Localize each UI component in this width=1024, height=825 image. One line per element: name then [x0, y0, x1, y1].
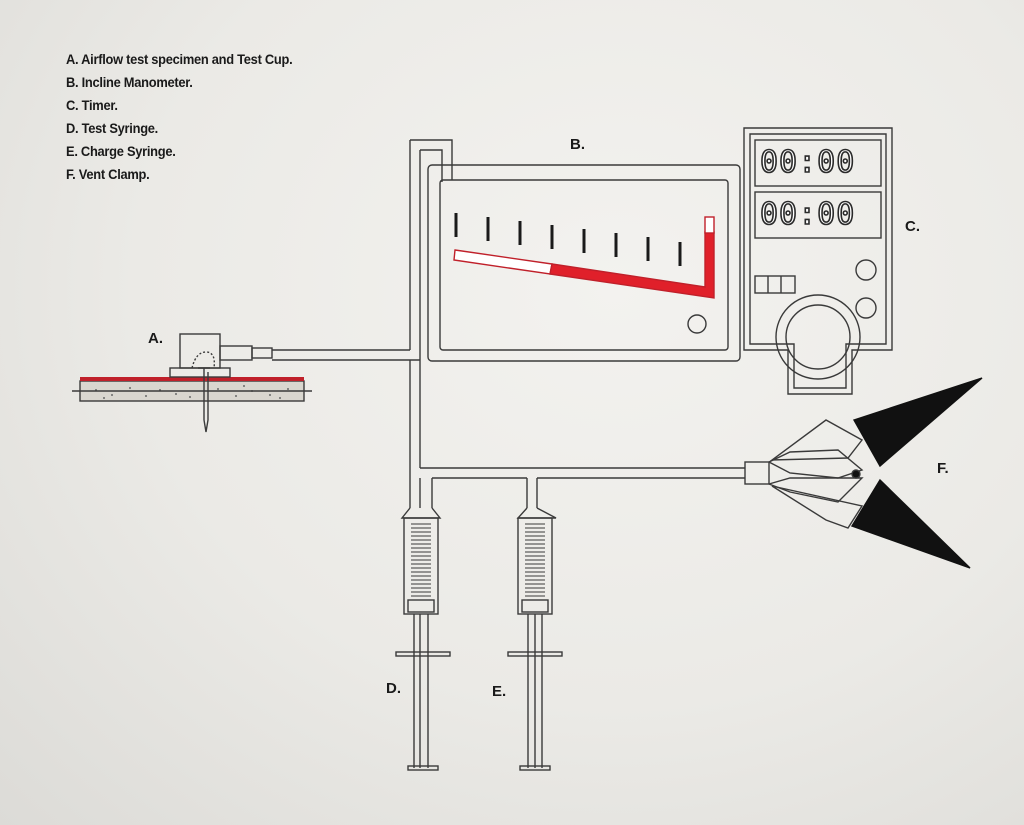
timer-dial-inner: [785, 304, 851, 370]
label-c: C.: [905, 218, 920, 235]
legend: A. Airflow test specimen and Test Cup. B…: [66, 48, 312, 186]
timer-display-2: 00:00: [759, 197, 856, 233]
charge-syringe-plunger-rod: [527, 614, 543, 768]
legend-item-e: E. Charge Syringe.: [66, 143, 176, 159]
charge-syringe: [507, 507, 563, 771]
clamp-upper-lever: [769, 419, 864, 461]
timer-body: [743, 127, 893, 395]
legend-item-b: B. Incline Manometer.: [66, 74, 193, 90]
clamp-lower-lever: [771, 485, 864, 529]
test-syringe-graduations: [411, 523, 431, 597]
charge-syringe-thumb-rest: [519, 765, 551, 771]
manometer-incline-empty: [453, 249, 553, 275]
tube-to-test-syringe: [409, 478, 421, 508]
tube-top-outer: [410, 139, 453, 180]
test-syringe-tip: [400, 507, 442, 519]
specimen-membrane: [80, 377, 304, 381]
test-cup-body: [179, 333, 221, 369]
legend-item-d: D. Test Syringe.: [66, 120, 158, 136]
incline-manometer: [427, 164, 741, 362]
manometer-tick-marks: [454, 213, 682, 266]
charge-syringe-tip: [516, 507, 557, 519]
clamp-upper-handle: [852, 377, 983, 468]
test-syringe-barrel: [403, 517, 439, 615]
clamp-lower-arm: [766, 477, 864, 503]
charge-syringe-finger-flange: [507, 651, 563, 657]
clamp-lower-handle: [850, 478, 971, 569]
timer-display-1: 00:00: [759, 145, 856, 181]
clamp-pivot: [851, 469, 861, 479]
label-a: A.: [148, 330, 163, 347]
test-syringe-finger-flange: [395, 651, 451, 657]
label-f: F.: [937, 460, 949, 477]
charge-syringe-graduations: [525, 523, 545, 597]
manometer-inner-frame: [439, 179, 729, 351]
timer-display-1-frame: [754, 139, 882, 187]
charge-syringe-plunger-head: [521, 599, 549, 613]
tube-to-test-cup: [272, 349, 421, 361]
manometer-adjust-knob: [687, 314, 707, 334]
tubing: [272, 139, 745, 508]
test-syringe-plunger-rod: [413, 614, 429, 768]
timer-body-inner: [749, 133, 887, 389]
timer: [743, 127, 893, 395]
legend-item-a: A. Airflow test specimen and Test Cup.: [66, 51, 293, 67]
label-e: E.: [492, 683, 507, 700]
label-b: B.: [570, 136, 585, 153]
timer-switch: [754, 275, 796, 294]
test-syringe-plunger-head: [407, 599, 435, 613]
manometer-outer-frame: [427, 164, 741, 362]
legend-item-c: C. Timer.: [66, 97, 118, 113]
test-syringe-thumb-rest: [407, 765, 439, 771]
legend-item-f: F. Vent Clamp.: [66, 166, 150, 182]
test-cup-seal: [191, 351, 216, 369]
manometer-reservoir-top: [704, 216, 715, 234]
test-syringe: [395, 507, 451, 771]
manometer-fluid: [549, 231, 715, 299]
clamp-upper-arm: [767, 449, 864, 479]
tube-top-inner: [420, 149, 443, 182]
test-specimen-and-cup: [72, 333, 312, 433]
tube-to-charge-syringe: [526, 478, 538, 508]
test-cup-flange: [169, 367, 231, 378]
timer-dial-outer: [775, 294, 861, 380]
clamp-jaw-block: [744, 461, 770, 485]
vent-clamp: [744, 377, 983, 569]
test-cup-connector: [251, 347, 273, 359]
timer-button-2: [855, 297, 877, 319]
test-probe: [198, 367, 210, 433]
timer-button-1: [855, 259, 877, 281]
test-cup-nozzle: [219, 345, 253, 361]
label-d: D.: [386, 680, 401, 697]
timer-display-2-frame: [754, 191, 882, 239]
